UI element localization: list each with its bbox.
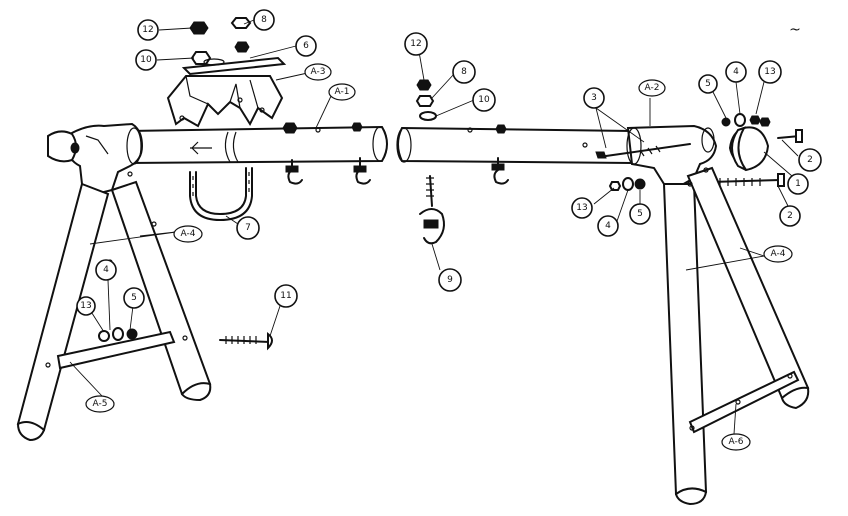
svg-text:A-6: A-6 — [729, 437, 744, 447]
callout-8-top: 8 — [253, 9, 275, 31]
callout-9: 9 — [438, 268, 462, 292]
svg-text:5: 5 — [131, 293, 137, 303]
eye-bolt-hook — [419, 175, 445, 245]
svg-text:13: 13 — [764, 67, 775, 77]
left-end-fitting — [47, 122, 144, 196]
callout-10-mid: 10 — [472, 88, 496, 112]
svg-text:7: 7 — [245, 223, 251, 233]
seat-hanger-bracket — [166, 56, 287, 128]
svg-text:A-2: A-2 — [645, 83, 660, 93]
top-hardware-stack — [189, 17, 252, 66]
svg-text:4: 4 — [605, 221, 611, 231]
svg-text:A-1: A-1 — [335, 87, 350, 97]
left-leg-hardware — [98, 327, 273, 351]
svg-text:A-3: A-3 — [311, 67, 326, 77]
callout-10-top: 10 — [135, 49, 157, 71]
callout-13-right-bottom: 13 — [571, 197, 593, 219]
top-beam-right-section — [396, 124, 633, 165]
svg-text:4: 4 — [103, 265, 109, 275]
svg-text:4: 4 — [733, 67, 739, 77]
label-a2: A-2 — [638, 79, 666, 97]
left-a-frame — [16, 171, 212, 442]
top-beam-left-section — [127, 122, 388, 165]
svg-text:5: 5 — [705, 79, 711, 89]
callout-13-right-top: 13 — [758, 60, 782, 84]
callout-12-top: 12 — [137, 19, 159, 41]
assembly-labels: A-1 A-2 A-3 A-4 A-4 A-5 A-6 — [85, 63, 793, 451]
callout-2-top: 2 — [798, 148, 822, 172]
callout-4-right-bottom: 4 — [597, 215, 619, 237]
svg-text:12: 12 — [410, 39, 421, 49]
label-a4-left: A-4 — [173, 225, 203, 243]
svg-text:10: 10 — [140, 55, 152, 65]
label-a4-right: A-4 — [763, 245, 793, 263]
svg-text:8: 8 — [461, 67, 467, 77]
callout-4-left: 4 — [95, 259, 117, 281]
svg-text:9: 9 — [447, 275, 453, 285]
right-end-fitting — [595, 113, 803, 191]
label-a6: A-6 — [721, 433, 751, 451]
u-bolt — [189, 167, 253, 221]
label-a1: A-1 — [328, 83, 356, 101]
svg-text:1: 1 — [795, 179, 801, 189]
callout-7: 7 — [236, 216, 260, 240]
callout-3: 3 — [583, 87, 605, 109]
svg-text:2: 2 — [787, 211, 793, 221]
swing-hooks — [285, 157, 509, 185]
svg-text:13: 13 — [80, 301, 91, 311]
svg-text:2: 2 — [807, 155, 813, 165]
label-a5: A-5 — [85, 395, 115, 413]
callout-13-left: 13 — [76, 296, 96, 316]
svg-text:A-4: A-4 — [771, 249, 786, 259]
corner-mark: ~ — [789, 22, 801, 38]
callout-8-mid: 8 — [452, 60, 476, 84]
callout-4-right-top: 4 — [725, 61, 747, 83]
callout-12-mid: 12 — [404, 32, 428, 56]
svg-text:3: 3 — [591, 93, 597, 103]
leader-lines — [69, 19, 799, 435]
svg-text:10: 10 — [478, 95, 490, 105]
svg-text:6: 6 — [303, 41, 309, 51]
svg-text:11: 11 — [280, 291, 291, 301]
callout-1: 1 — [787, 173, 809, 195]
svg-text:5: 5 — [637, 209, 643, 219]
label-a3: A-3 — [304, 63, 332, 81]
svg-text:8: 8 — [261, 15, 267, 25]
callout-11: 11 — [274, 284, 298, 308]
middle-hardware-stack — [415, 79, 437, 121]
part-callouts: 12 8 10 6 7 12 8 10 9 3 5 4 13 2 1 2 13 … — [76, 9, 822, 316]
callout-2-bottom: 2 — [779, 205, 801, 227]
callout-5-right-top: 5 — [698, 74, 718, 94]
callout-5-left: 5 — [123, 287, 145, 309]
svg-text:A-5: A-5 — [93, 399, 108, 409]
svg-text:12: 12 — [142, 25, 153, 35]
callout-5-right-bottom: 5 — [629, 203, 651, 225]
right-a-frame — [662, 166, 810, 506]
callout-6: 6 — [295, 35, 317, 57]
svg-text:A-4: A-4 — [181, 229, 196, 239]
svg-text:13: 13 — [576, 203, 587, 213]
